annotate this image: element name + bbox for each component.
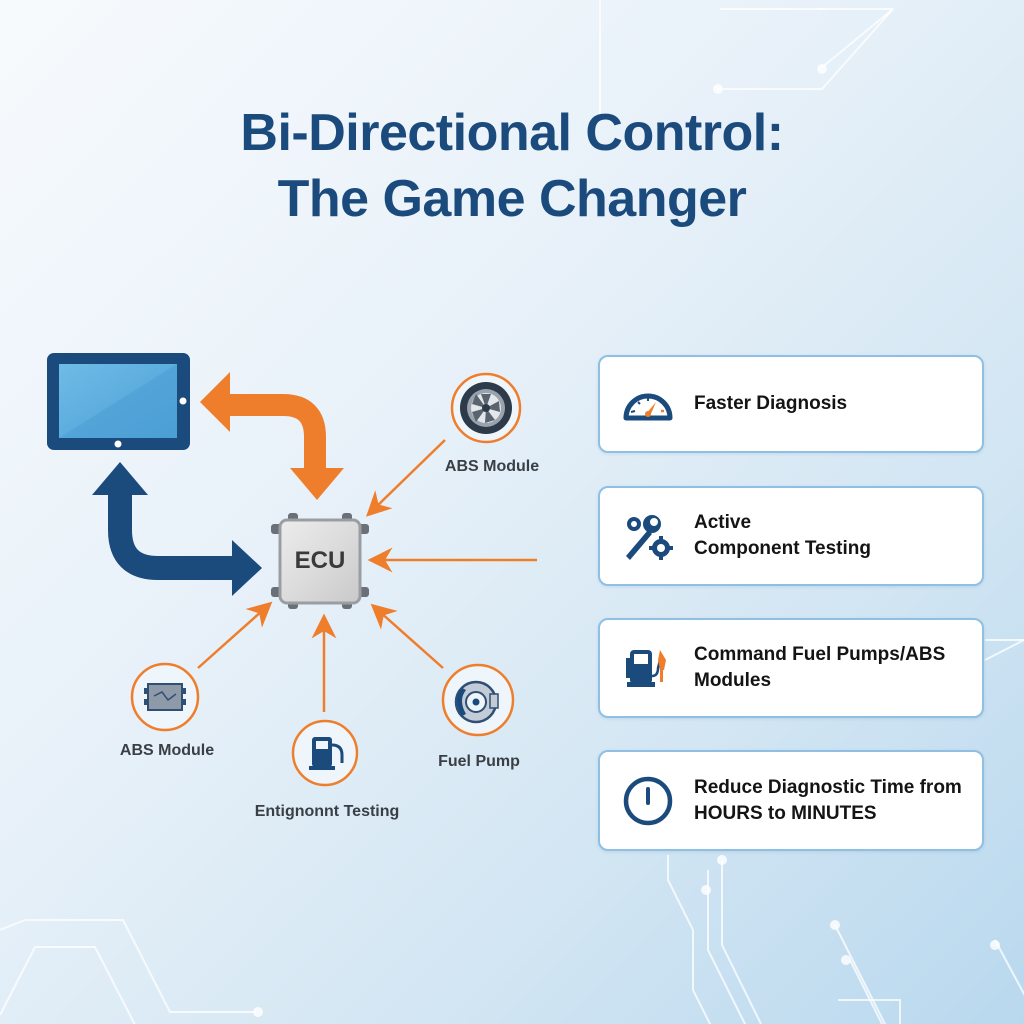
benefit-text: Command Fuel Pumps/ABS Modules bbox=[694, 642, 945, 694]
benefit-line: Command Fuel Pumps/ABS bbox=[694, 644, 946, 665]
circuit-board-icon bbox=[130, 662, 200, 732]
benefit-line: Active bbox=[694, 512, 752, 533]
node-label-testing: Entignonnt Testing bbox=[254, 803, 400, 820]
tablet-icon bbox=[47, 353, 190, 450]
node-label-abs-module-top: ABS Module bbox=[444, 458, 540, 475]
speedometer-icon bbox=[623, 393, 673, 421]
benefit-card-reduce-time: Reduce Diagnostic Time from HOURS to MIN… bbox=[598, 750, 984, 851]
page-title: Bi-Directional Control: The Game Changer bbox=[0, 100, 1024, 232]
benefit-text: Faster Diagnosis bbox=[694, 391, 847, 417]
benefit-line: Modules bbox=[694, 670, 772, 691]
benefit-line: HOURS to MINUTES bbox=[694, 802, 877, 824]
node-label-abs-module-left: ABS Module bbox=[119, 742, 215, 759]
wrench-gear-icon bbox=[626, 515, 673, 560]
title-line-1: Bi-Directional Control: bbox=[240, 104, 784, 162]
ecu-label: ECU bbox=[294, 547, 346, 574]
benefit-card-active-testing: Active Component Testing bbox=[598, 486, 984, 586]
ecu-chip-icon bbox=[271, 513, 369, 609]
benefit-text: Reduce Diagnostic Time from HOURS to MIN… bbox=[694, 775, 962, 827]
benefit-line: Component Testing bbox=[694, 538, 871, 559]
benefit-card-faster-diagnosis: Faster Diagnosis bbox=[598, 355, 984, 453]
node-label-fuel-pump: Fuel Pump bbox=[438, 753, 520, 770]
power-timer-icon bbox=[623, 776, 673, 825]
connector-arrow bbox=[197, 601, 273, 669]
brake-disc-icon bbox=[441, 663, 515, 737]
fuel-nozzle-icon bbox=[626, 650, 666, 687]
benefit-line: Reduce Diagnostic Time from bbox=[694, 776, 962, 798]
title-line-2: The Game Changer bbox=[277, 170, 747, 228]
benefit-card-command-modules: Command Fuel Pumps/ABS Modules bbox=[598, 618, 984, 718]
arrow-down-icon bbox=[200, 372, 344, 500]
benefit-line: Faster Diagnosis bbox=[694, 393, 848, 414]
fuel-pump-icon bbox=[291, 719, 359, 787]
benefit-text: Active Component Testing bbox=[694, 510, 871, 562]
connector-arrow bbox=[366, 439, 446, 517]
wheel-icon bbox=[450, 372, 522, 444]
arrow-up-icon bbox=[92, 462, 262, 596]
connector-arrow bbox=[370, 603, 444, 669]
